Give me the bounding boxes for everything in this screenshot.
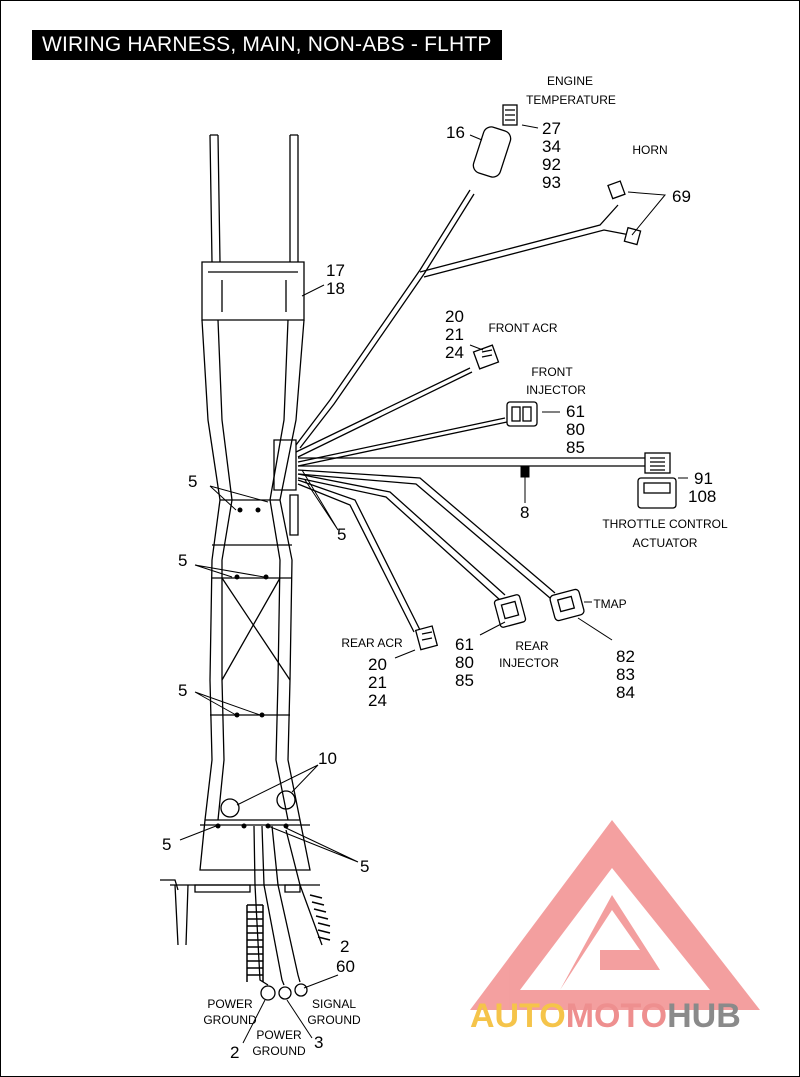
front-injector-connector-icon: [506, 401, 538, 427]
tmap-connector-icon: [549, 588, 585, 622]
callout-throttle-1: 91: [694, 469, 713, 488]
callout-power-ground-center: 3: [314, 1033, 323, 1052]
callout-engine-temp-3: 92: [542, 155, 561, 174]
callout-clip-left-3: 5: [178, 681, 187, 700]
callout-rear-injector-2: 80: [455, 653, 474, 672]
component-labels: ENGINE TEMPERATURE HORN FRONT ACR FRONT …: [203, 74, 728, 1058]
callout-clip-right-1: 5: [337, 525, 346, 544]
callout-engine-temp-2: 34: [542, 137, 561, 156]
motorcycle-frame: [160, 134, 320, 946]
throttle-label-2: ACTUATOR: [633, 536, 698, 550]
callout-rear-injector-1: 61: [455, 635, 474, 654]
callout-front-injector-3: 85: [566, 438, 585, 457]
signal-ground-label-2: GROUND: [307, 1013, 361, 1027]
power-ground-center-label-2: GROUND: [252, 1044, 306, 1058]
rear-acr-connector-icon: [414, 625, 439, 651]
callout-throttle-2: 108: [688, 487, 716, 506]
front-acr-label: FRONT ACR: [488, 321, 557, 335]
harness-clips: [215, 507, 289, 829]
callout-rear-acr-1: 20: [368, 655, 387, 674]
front-acr-connector-icon: [472, 344, 500, 370]
tmap-label: TMAP: [593, 597, 626, 611]
ground-cable-coil: [246, 894, 331, 982]
callout-clip-left-2: 5: [178, 551, 187, 570]
engine-temp-connector-icon: [472, 104, 518, 178]
throttle-label-1: THROTTLE CONTROL: [602, 517, 728, 531]
leader-lines: [179, 124, 688, 1044]
signal-ground-label-1: SIGNAL: [312, 997, 356, 1011]
callout-tmap-3: 84: [616, 683, 635, 702]
part-callouts: 16 27 34 92 93 69 17 18 20 21 24 61 80 8…: [162, 119, 716, 1062]
callout-frame-1: 17: [326, 261, 345, 280]
callout-clip-right-4: 5: [360, 857, 369, 876]
power-ground-left-label-1: POWER: [207, 997, 253, 1011]
callout-front-acr-2: 21: [445, 325, 464, 344]
watermark-logo: [470, 820, 760, 1010]
callout-engine-temp-1: 27: [542, 119, 561, 138]
rear-injector-label-2: INJECTOR: [499, 656, 559, 670]
engine-temperature-label-2: TEMPERATURE: [526, 93, 616, 107]
callout-frame-2: 18: [326, 279, 345, 298]
horn-label: HORN: [632, 143, 667, 157]
clip-8-icon: [520, 466, 530, 490]
diagram-title: WIRING HARNESS, MAIN, NON-ABS - FLHTP: [32, 30, 502, 60]
watermark-text: AUTOMOTOHUB: [470, 997, 741, 1035]
watermark-moto: MOTO: [566, 997, 667, 1035]
callout-tmap-2: 83: [616, 665, 635, 684]
watermark-hub: HUB: [667, 997, 741, 1035]
power-ground-center-label-1: POWER: [256, 1028, 302, 1042]
callout-8: 8: [520, 503, 529, 522]
front-injector-label-1: FRONT: [531, 365, 573, 379]
callout-horn: 69: [672, 187, 691, 206]
callout-rear-acr-2: 21: [368, 673, 387, 692]
front-injector-label-2: INJECTOR: [526, 383, 586, 397]
callout-signal-ground-1: 2: [340, 937, 349, 956]
ring-terminals: [260, 983, 308, 1001]
power-ground-left-label-2: GROUND: [203, 1013, 257, 1027]
callout-signal-ground-2: 60: [336, 957, 355, 976]
callout-16: 16: [446, 123, 465, 142]
callout-engine-temp-4: 93: [542, 173, 561, 192]
throttle-connector-icon: [637, 452, 677, 509]
callout-front-acr-1: 20: [445, 307, 464, 326]
callout-front-injector-2: 80: [566, 420, 585, 439]
callout-rear-acr-3: 24: [368, 691, 387, 710]
callout-10: 10: [318, 749, 337, 768]
callout-power-ground-left: 2: [230, 1043, 239, 1062]
rear-injector-label-1: REAR: [515, 639, 549, 653]
engine-temperature-label-1: ENGINE: [547, 74, 593, 88]
callout-rear-injector-3: 85: [455, 671, 474, 690]
rear-injector-connector-icon: [493, 594, 527, 628]
rear-acr-label: REAR ACR: [341, 636, 403, 650]
horn-connector-icon: [607, 180, 642, 246]
callout-front-acr-3: 24: [445, 343, 464, 362]
callout-clip-left-1: 5: [188, 472, 197, 491]
callout-clip-left-4: 5: [162, 835, 171, 854]
harness-wires: [253, 189, 650, 986]
callout-front-injector-1: 61: [566, 402, 585, 421]
callout-tmap-1: 82: [616, 647, 635, 666]
watermark-auto: AUTO: [470, 997, 566, 1035]
